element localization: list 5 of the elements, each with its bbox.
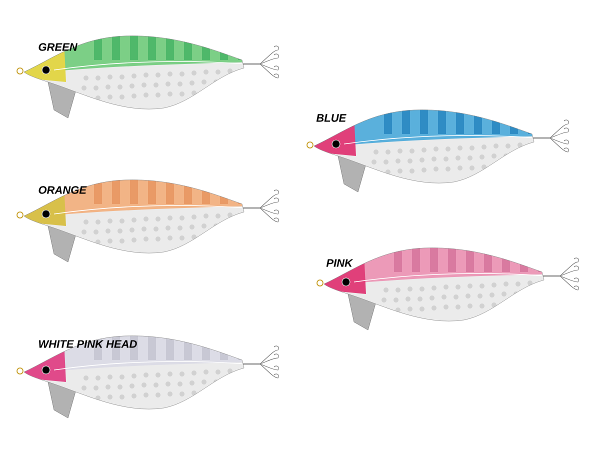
color-label: GREEN — [38, 43, 78, 51]
color-label: WHITE PINK HEAD — [39, 340, 137, 348]
color-label: PINK — [326, 259, 354, 267]
color-label: ORANGE — [38, 186, 87, 194]
color-label: BLUE — [316, 114, 346, 122]
